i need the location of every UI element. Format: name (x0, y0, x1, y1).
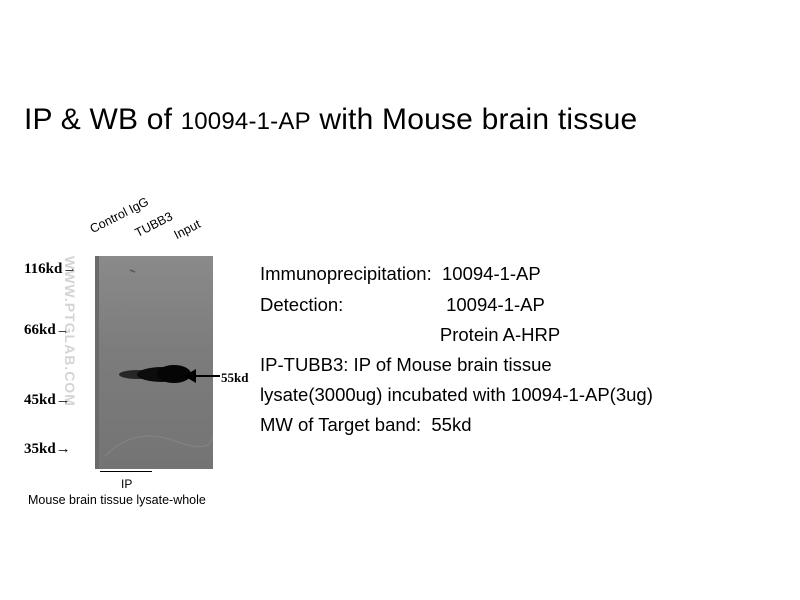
title-prefix: IP & WB of (24, 103, 181, 136)
lane-label-input: Input (171, 216, 203, 242)
blot-texture (104, 269, 213, 457)
ip-bracket-line (100, 471, 152, 472)
info-line-ip-antibody: Immunoprecipitation: 10094-1-AP (260, 263, 541, 284)
ip-label: IP (121, 477, 133, 491)
band-size-label: 55kd (221, 370, 249, 385)
info-line-mw: MW of Target band: 55kd (260, 414, 472, 435)
title-suffix: with Mouse brain tissue (310, 103, 638, 136)
info-line-ip-description: IP-TUBB3: IP of Mouse brain tissue (260, 354, 552, 375)
blot-edge (95, 256, 99, 469)
western-blot-image (95, 256, 213, 469)
marker-66kd: 66kd→ (24, 322, 71, 338)
lysate-caption: Mouse brain tissue lysate-whole (28, 493, 206, 507)
info-line-secondary: Protein A-HRP (260, 324, 561, 345)
band-tubb3-core (157, 365, 191, 383)
marker-45kd: 45kd→ (24, 392, 71, 408)
marker-35kd: 35kd→ (24, 441, 71, 457)
title-antibody: 10094-1-AP (180, 108, 311, 135)
lane-label-tubb3: TUBB3 (132, 209, 175, 240)
info-line-lysate: lysate(3000ug) incubated with 10094-1-AP… (260, 384, 653, 405)
page-title: IP & WB of 10094-1-AP with Mouse brain t… (24, 103, 637, 137)
marker-116kd: 116kd→ (24, 261, 78, 277)
watermark: WWW.PTGLAB.COM (62, 256, 78, 407)
band-arrow-icon (184, 369, 220, 383)
info-line-detection: Detection: 10094-1-AP (260, 294, 545, 315)
